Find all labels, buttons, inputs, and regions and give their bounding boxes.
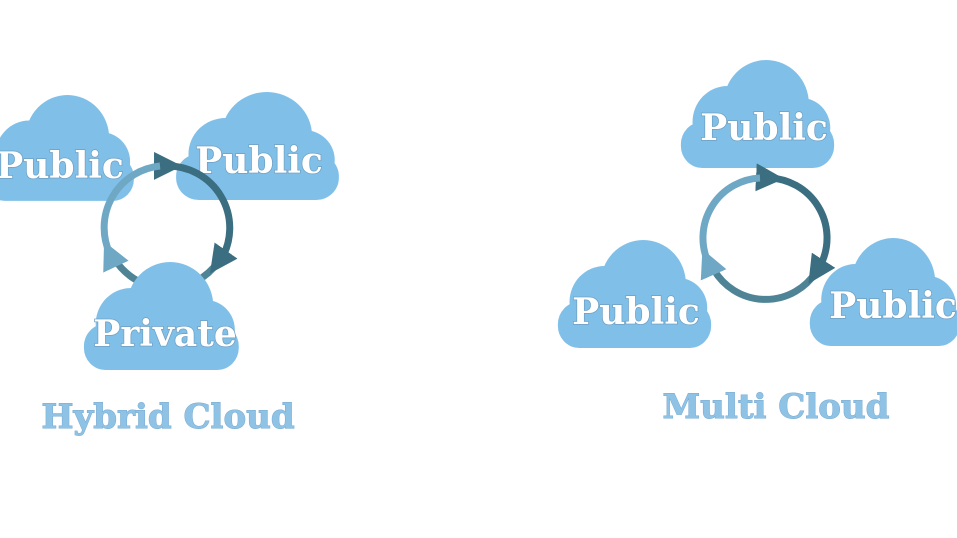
- hybrid-cloud-bottom: Private: [83, 262, 239, 370]
- hybrid-cloud-left: Public: [0, 95, 134, 201]
- multi-cloud-left-label: Public: [572, 291, 700, 333]
- hybrid-cloud-title: Hybrid Cloud: [41, 397, 294, 437]
- multi-arrow-segment-bottom: [710, 252, 836, 303]
- hybrid-cloud-right-label: Public: [195, 140, 323, 182]
- hybrid-cloud-group: Public Public Private Hybrid Cloud: [0, 92, 339, 438]
- multi-cloud-top: Public: [680, 60, 835, 168]
- hybrid-cloud-left-label: Public: [0, 145, 124, 187]
- multi-cloud-group: Public Public Public Multi Cloud: [557, 60, 957, 428]
- multi-cloud-right-label: Public: [829, 285, 957, 327]
- multi-cloud-top-label: Public: [700, 107, 828, 149]
- multi-cloud-left: Public: [557, 240, 712, 348]
- hybrid-cloud-bottom-label: Private: [93, 313, 237, 355]
- multi-cycle-arrows: [699, 163, 836, 303]
- multi-arrow-segment-right: [755, 163, 831, 264]
- multi-cloud-right: Public: [809, 238, 957, 346]
- multi-arrow-segment-left: [699, 174, 761, 281]
- hybrid-arrow-segment-left: [100, 162, 161, 273]
- multi-cloud-title: Multi Cloud: [663, 387, 890, 427]
- hybrid-arrow-segment-right: [153, 151, 234, 260]
- hybrid-cloud-right: Public: [176, 92, 339, 200]
